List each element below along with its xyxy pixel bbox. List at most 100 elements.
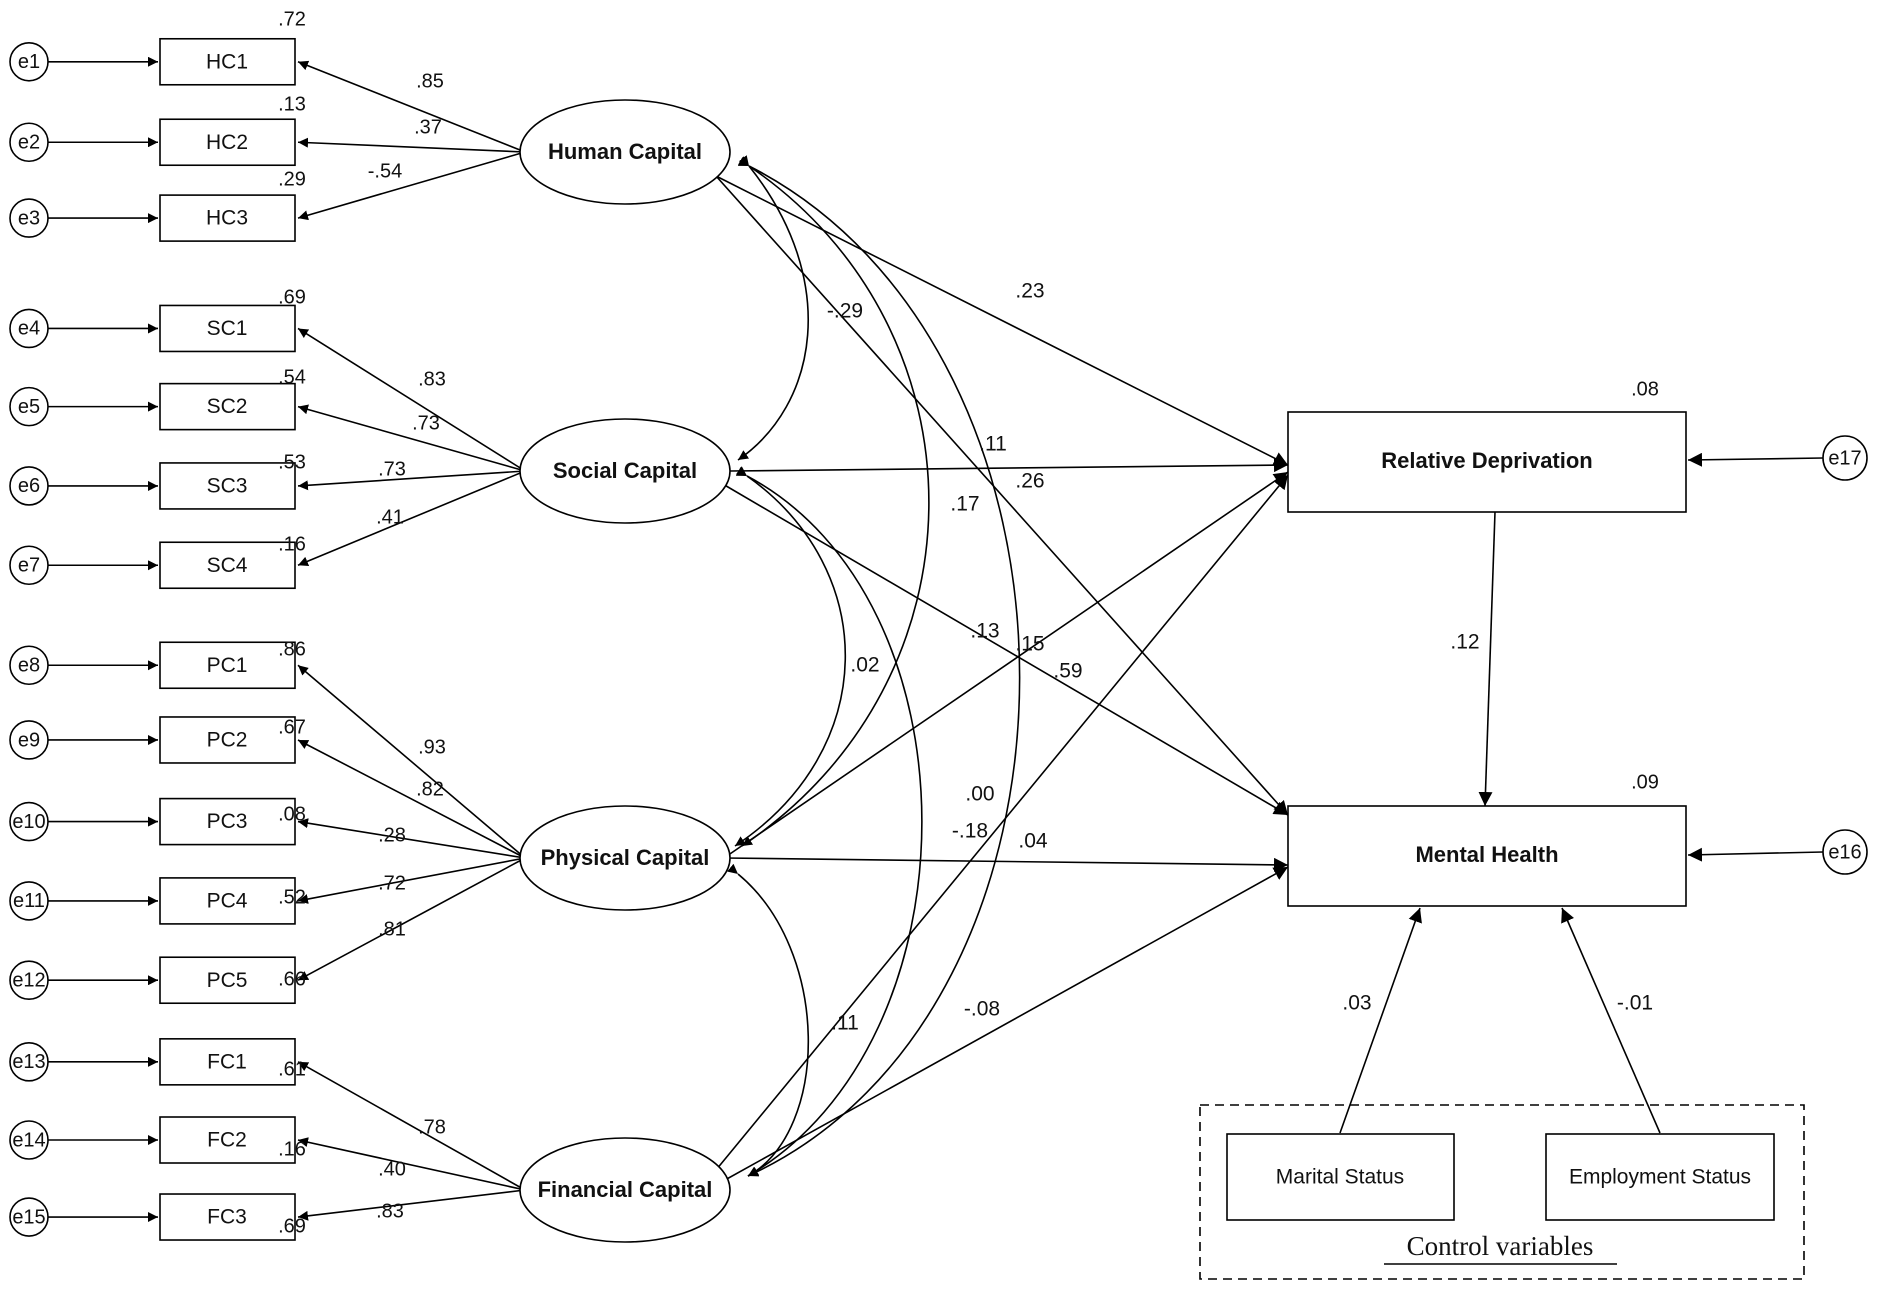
error-term (9, 466, 49, 506)
indicator-box (159, 382, 296, 431)
loading-label: .81 (378, 918, 406, 940)
r-squared-label: .16 (278, 1138, 306, 1160)
r-squared-label: .52 (278, 886, 306, 908)
coef-fc-rd: -.18 (952, 820, 988, 843)
path-employment-mh (1561, 907, 1661, 1134)
loading-label: .41 (376, 506, 404, 528)
loading-label: .40 (378, 1158, 406, 1180)
paths-layer (47, 56, 1824, 1223)
mental-health-r2: .09 (1631, 771, 1659, 793)
indicator-label: PC4 (207, 889, 248, 912)
coef-hc-sc: -.29 (827, 300, 863, 323)
error-term (9, 1042, 49, 1082)
residual-path-e17 (1687, 452, 1824, 467)
r-squared-label: .66 (278, 968, 306, 990)
factor-loading-path (297, 151, 526, 221)
indicator-label: PC2 (207, 729, 248, 752)
coef-sc-fc: .15 (1015, 633, 1044, 656)
indicator-box (159, 641, 296, 690)
error-label: e8 (18, 655, 40, 677)
latent-label: Financial Capital (538, 1177, 713, 1202)
r-squared-label: .67 (278, 716, 306, 738)
factor-loading-path (297, 818, 526, 859)
coef-fc-mh: -.08 (964, 998, 1000, 1021)
loading-label: .83 (376, 1200, 404, 1222)
error-term (9, 881, 49, 921)
coef-hc-mh: .11 (979, 433, 1007, 456)
loading-label: .28 (378, 824, 406, 846)
latent-social-capital (519, 418, 731, 524)
latent-human-capital (519, 99, 731, 205)
r-squared-label: .69 (278, 1215, 306, 1237)
error-label: e14 (12, 1129, 45, 1151)
error-term (9, 960, 49, 1001)
loading-label: .78 (418, 1116, 446, 1138)
relative-deprivation-label: Relative Deprivation (1381, 448, 1593, 473)
error-label: e10 (12, 811, 45, 833)
path-pc-rd (723, 471, 1289, 859)
error-term (9, 308, 49, 349)
error-label: e9 (18, 729, 40, 751)
coef-pc-fc: .11 (831, 1012, 859, 1035)
factor-loading-path (297, 857, 526, 904)
r-squared-label: .08 (278, 803, 306, 825)
path-hc-mh (715, 175, 1289, 816)
control-variables-frame (1199, 1104, 1805, 1280)
loading-label: .73 (378, 458, 406, 480)
indicator-label: FC1 (207, 1050, 247, 1073)
indicator-box (159, 797, 296, 846)
corr-hc-sc (737, 155, 810, 461)
factor-loading-path (297, 60, 526, 153)
indicator-label: PC5 (207, 969, 248, 992)
error-label: e1 (18, 51, 40, 73)
factor-loading-path (297, 327, 526, 472)
r-squared-label: .54 (278, 366, 306, 388)
indicator-box (159, 462, 296, 510)
error-label: e12 (12, 970, 45, 992)
error-label: e17 (1828, 447, 1861, 469)
error-label: e4 (18, 318, 40, 340)
corr-hc-pc (737, 156, 930, 847)
r-squared-label: .53 (278, 451, 306, 473)
path-marital-mh (1339, 907, 1422, 1134)
indicator-label: HC3 (206, 207, 248, 230)
indicator-label: FC2 (207, 1129, 247, 1152)
indicator-box (159, 118, 296, 167)
error-term (9, 41, 49, 82)
indicator-label: SC4 (207, 554, 248, 577)
corr-sc-pc (734, 466, 847, 847)
coef-pc-rd: .00 (965, 783, 994, 806)
coef-rd-mh: .12 (1450, 631, 1479, 654)
indicator-box (159, 541, 296, 590)
corr-hc-fc (737, 156, 1021, 1177)
corr-sc-fc (735, 466, 923, 1177)
mental-health-label: Mental Health (1415, 842, 1558, 867)
indicator-box (159, 1038, 296, 1086)
error-term-e17 (1822, 435, 1868, 481)
coef-hc-pc: .17 (950, 493, 979, 516)
latent-financial-capital (519, 1137, 731, 1243)
error-label: e2 (18, 132, 40, 154)
indicator-box (159, 194, 296, 242)
r-squared-label: .29 (278, 168, 306, 190)
error-label: e16 (1828, 841, 1861, 863)
coef-pc-mh: .04 (1018, 830, 1048, 853)
loading-label: .83 (418, 368, 446, 390)
indicator-label: PC3 (207, 810, 248, 833)
error-term (9, 801, 49, 842)
marital-status-box (1226, 1133, 1455, 1221)
error-label: e15 (12, 1206, 45, 1228)
indicator-label: PC1 (207, 654, 248, 677)
r-squared-label: .72 (278, 8, 306, 30)
error-label: e6 (18, 475, 40, 497)
error-term (9, 545, 49, 586)
indicator-box (159, 1193, 296, 1241)
employment-status-box (1545, 1133, 1775, 1221)
latent-label: Human Capital (548, 139, 702, 164)
coef-hc-fc: .26 (1015, 470, 1044, 493)
latent-label: Social Capital (553, 458, 697, 483)
indicator-box (159, 304, 296, 353)
loading-label: .82 (416, 778, 444, 800)
error-label: e13 (12, 1051, 45, 1073)
indicator-label: SC3 (207, 474, 248, 497)
